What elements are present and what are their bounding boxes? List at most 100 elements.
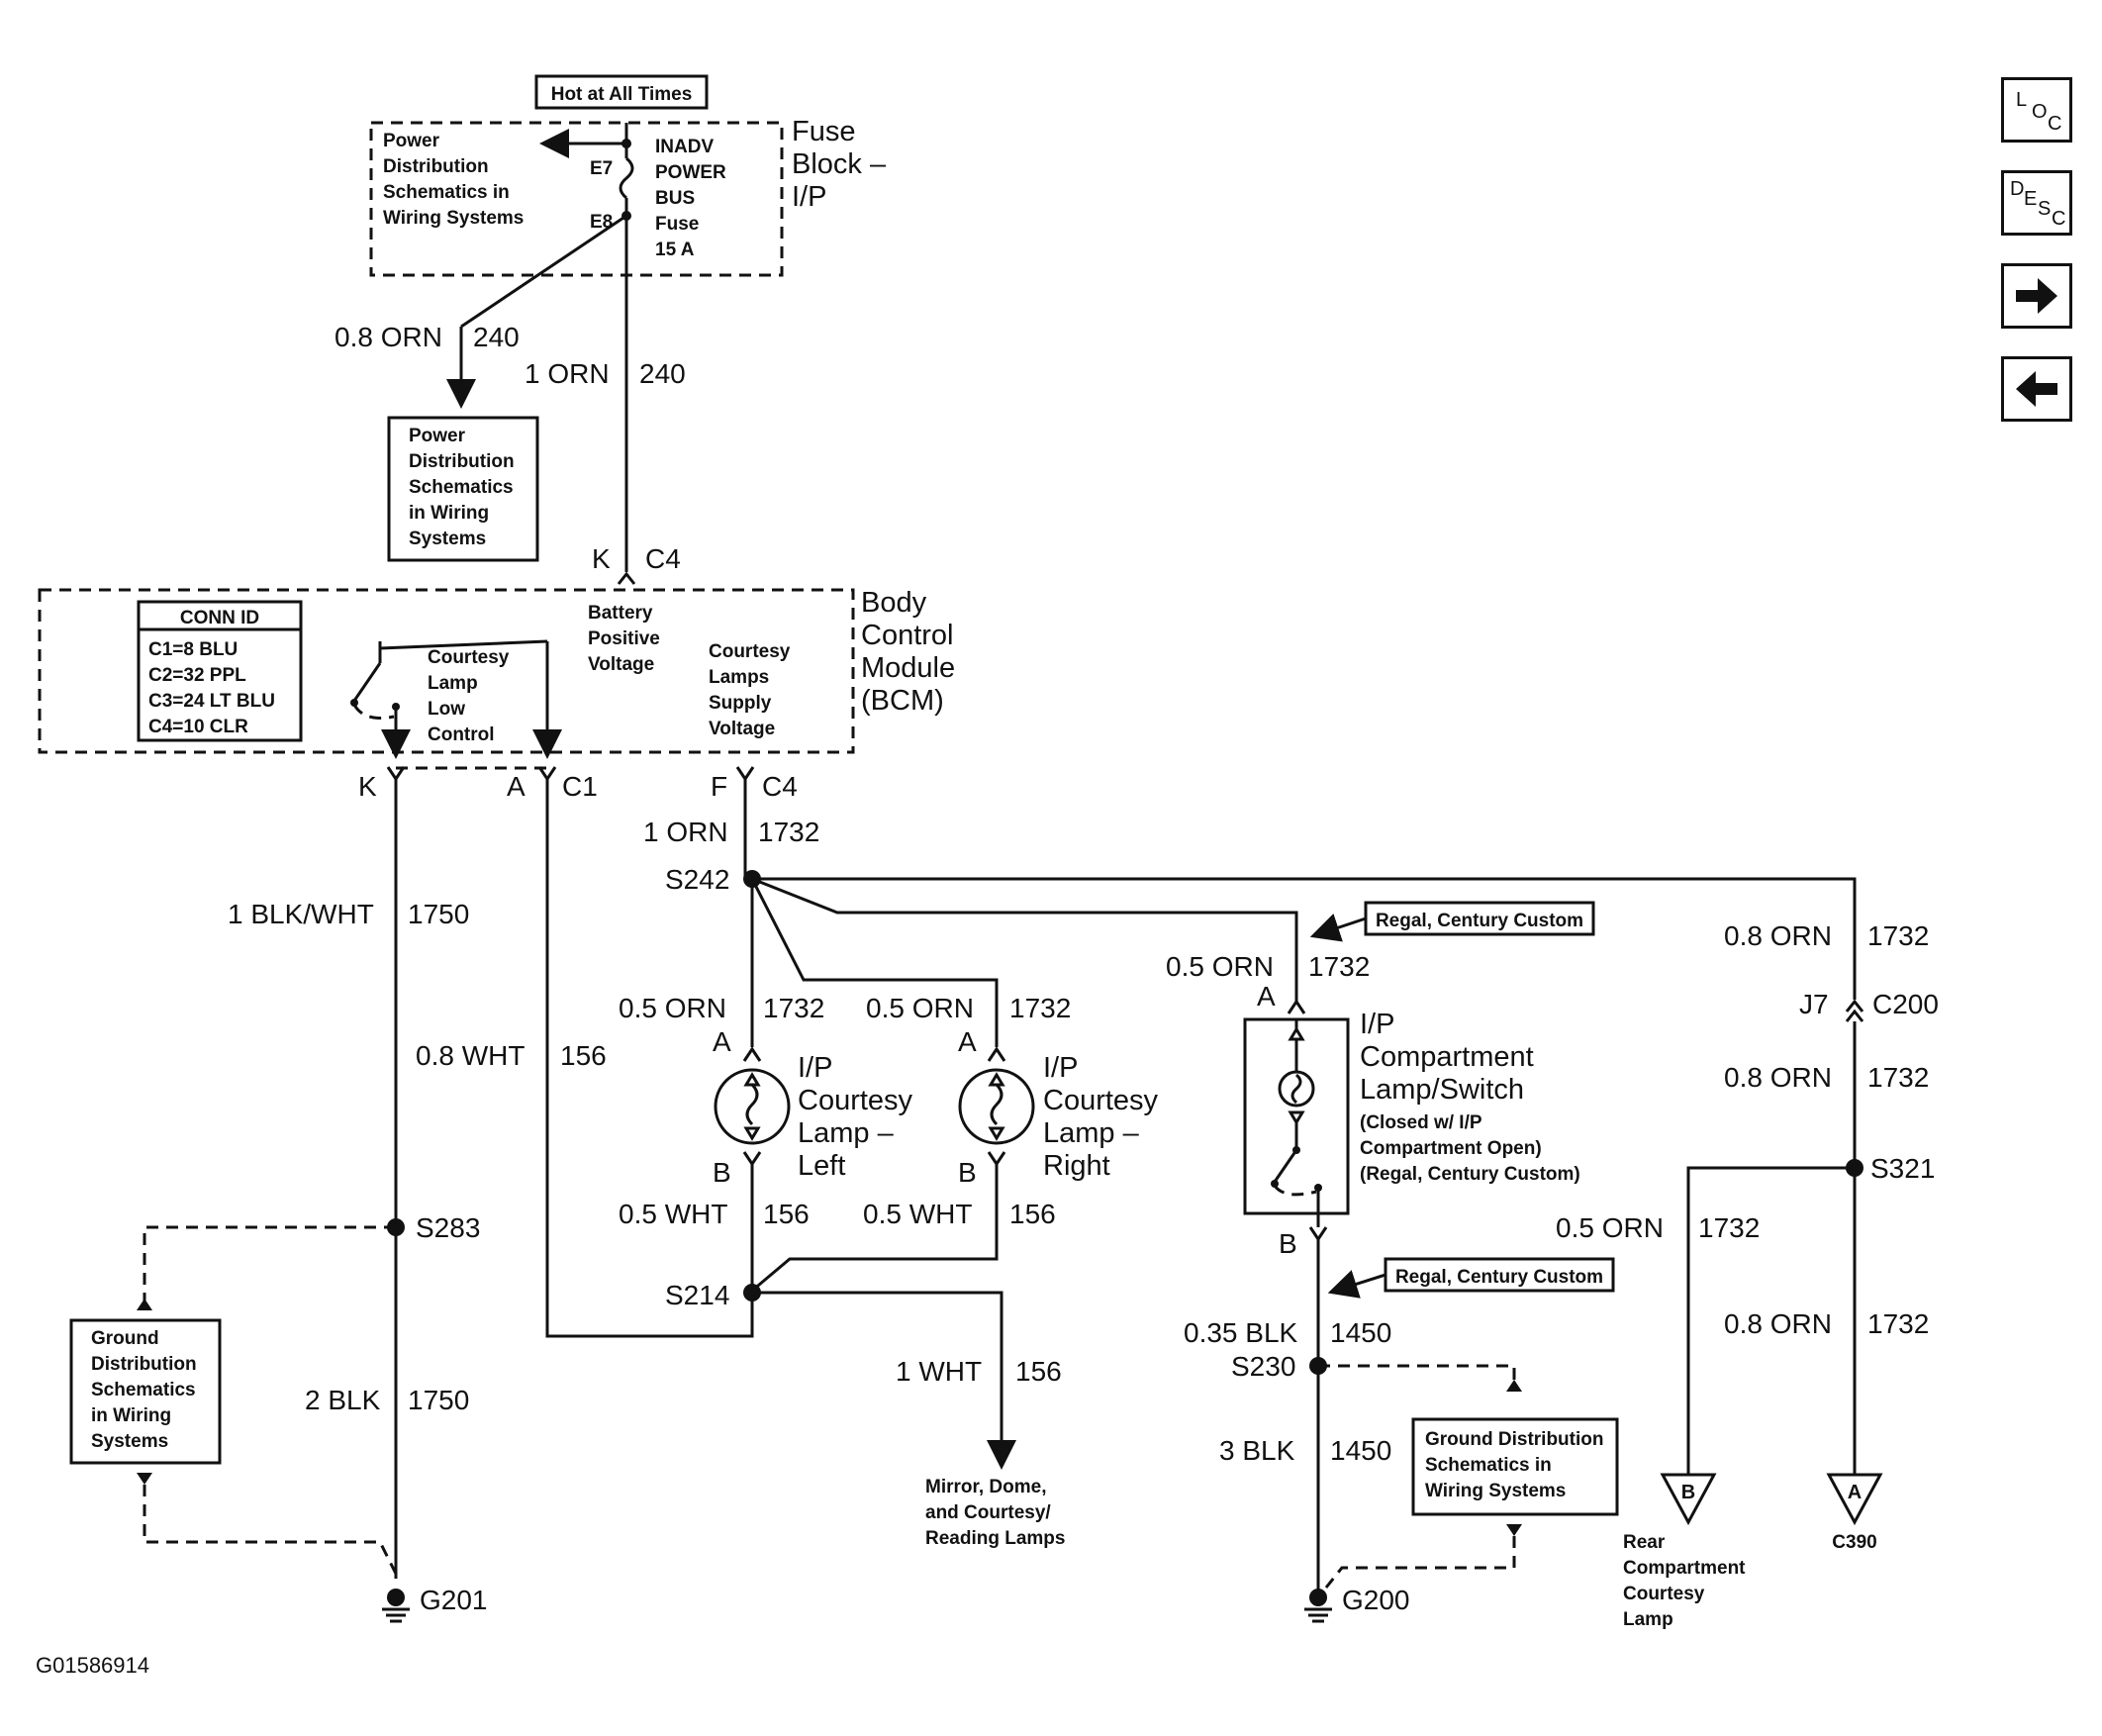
compartment-in-size: 0.5 ORN: [1166, 951, 1274, 982]
wire-156-out-circuit: 156: [1015, 1356, 1062, 1387]
connector-j7-c200: [1845, 999, 1864, 1022]
wire-1750a-size: 1 BLK/WHT: [228, 899, 374, 929]
desc-icon: D E S C: [2010, 178, 2065, 230]
ground-distribution-box-left: Ground Distribution Schematics in Wiring…: [69, 1318, 222, 1465]
pd-text-line2: Distribution: [383, 156, 489, 177]
ground-g201-label: G201: [420, 1585, 488, 1615]
wire-156-out-size: 1 WHT: [896, 1356, 982, 1387]
connector-k-c4: [617, 571, 636, 585]
bcm-conn-c1: C1: [562, 771, 598, 802]
lamp-left-label-line3: Lamp –: [798, 1117, 895, 1149]
supply-line4: Voltage: [709, 719, 775, 739]
bcm-top-conn-c4: C4: [645, 543, 681, 574]
pd-box-line4: in Wiring: [409, 503, 489, 524]
gd-left-line1: Ground: [91, 1328, 159, 1349]
rear-c390-label: C390: [1832, 1532, 1876, 1553]
svg-text:C: C: [2048, 113, 2061, 135]
compartment-note-line3: (Regal, Century Custom): [1360, 1164, 1580, 1185]
diagram-id: G01586914: [36, 1653, 149, 1678]
rear-w1-circuit: 1732: [1867, 920, 1929, 951]
gd-right-line3: Wiring Systems: [1425, 1481, 1566, 1501]
wire-1732-right-lamp: [750, 878, 999, 1047]
ground-g201-symbol: [382, 1589, 410, 1623]
rear-conn-c200: C200: [1872, 989, 1939, 1019]
svg-text:L: L: [2016, 89, 2027, 111]
wire-240b-circuit: 240: [639, 358, 686, 389]
lamp-left-pin-a: A: [713, 1026, 731, 1057]
lamp-left-in-size: 0.5 ORN: [619, 993, 726, 1023]
rear-label-line1: Rear: [1623, 1532, 1666, 1553]
conn-id-c1: C1=8 BLU: [148, 639, 238, 660]
bcm-pin-a: A: [507, 771, 526, 802]
mirror-label-line2: and Courtesy/: [925, 1502, 1051, 1523]
rear-pin-j7: J7: [1799, 989, 1829, 1019]
bcm-title-line1: Body: [861, 587, 927, 619]
lamp-right-pin-a: A: [958, 1026, 977, 1057]
pd-box-line1: Power: [409, 426, 466, 446]
lamp-left-filament-icon: [743, 1072, 761, 1141]
hot-at-all-times-box: [534, 74, 709, 110]
fuse-top-node: [621, 139, 631, 148]
compartment-pin-b: B: [1279, 1228, 1297, 1259]
bcm-top-pin-k: K: [592, 543, 611, 574]
compartment-filament-icon: [1290, 1073, 1302, 1105]
wire-156: [545, 779, 754, 1338]
gd-right-line1: Ground Distribution: [1425, 1429, 1603, 1450]
desc-button[interactable]: D E S C: [2001, 170, 2072, 236]
rear-w2-size: 0.8 ORN: [1724, 1062, 1832, 1093]
next-button[interactable]: [2001, 263, 2072, 329]
pd-box-line5: Systems: [409, 529, 486, 549]
courtesy-lamp-left: 0.5 ORN 1732 A B I/P Courtesy Lamp – Lef…: [619, 993, 913, 1295]
splice-s283-label: S283: [416, 1212, 480, 1243]
pd-text-line1: Power: [383, 131, 440, 151]
courtesy-low-line2: Lamp: [428, 673, 478, 694]
ground-g200-label: G200: [1342, 1585, 1410, 1615]
terminal-e7: E7: [590, 158, 613, 179]
fuse-text-line3: BUS: [655, 188, 695, 209]
bcm-title-line2: Control: [861, 620, 954, 651]
lamp-left-out-circuit: 156: [763, 1199, 810, 1229]
batt-pos-line3: Voltage: [588, 654, 654, 675]
compartment-gnd-size: 0.35 BLK: [1184, 1317, 1298, 1348]
lamp-right-label-line1: I/P: [1043, 1052, 1078, 1084]
lamp-right-out-size: 0.5 WHT: [863, 1199, 972, 1229]
loc-icon: L O C: [2016, 89, 2061, 135]
pd-box-line3: Schematics: [409, 477, 514, 498]
fuse-block-title-line3: I/P: [792, 181, 826, 213]
rear-tri-b: [1660, 1473, 1717, 1526]
compartment-g200-circuit: 1450: [1330, 1435, 1391, 1466]
fuse-element: [619, 156, 634, 200]
rear-tri-a-label: A: [1848, 1482, 1862, 1503]
courtesy-low-line4: Control: [428, 724, 495, 745]
gd-right-line2: Schematics in: [1425, 1455, 1552, 1476]
fuse-text-line4: Fuse: [655, 214, 699, 235]
pd-box-line2: Distribution: [409, 451, 515, 472]
lamp-right-out-circuit: 156: [1009, 1199, 1056, 1229]
compartment-note-line2: Compartment Open): [1360, 1138, 1542, 1159]
conn-id-title: CONN ID: [180, 608, 259, 628]
conn-id-c4: C4=10 CLR: [148, 717, 248, 737]
lamp-left-out-size: 0.5 WHT: [619, 1199, 727, 1229]
rear-label-line3: Courtesy: [1623, 1584, 1705, 1604]
compartment-pin-a: A: [1257, 981, 1276, 1012]
bcm-title-line3: Module: [861, 652, 955, 684]
rear-tri-a: [1826, 1473, 1883, 1526]
splice-s242-label: S242: [665, 864, 729, 895]
terminal-e8: E8: [590, 212, 613, 233]
supply-line2: Lamps: [709, 667, 769, 688]
loc-button[interactable]: L O C: [2001, 77, 2072, 143]
body-control-module: CONN ID C1=8 BLU C2=32 PPL C3=24 LT BLU …: [38, 587, 955, 759]
supply-line1: Courtesy: [709, 641, 791, 662]
svg-text:O: O: [2032, 101, 2048, 123]
arrow-left-icon: [2016, 371, 2057, 407]
wire-156a-circuit: 156: [560, 1040, 607, 1071]
prev-button[interactable]: [2001, 356, 2072, 422]
gd-left-line3: Schematics: [91, 1380, 196, 1400]
splice-s321-label: S321: [1870, 1153, 1935, 1184]
mirror-label-line1: Mirror, Dome,: [925, 1477, 1046, 1497]
wire-240a-circuit: 240: [473, 322, 520, 352]
rear-w1-size: 0.8 ORN: [1724, 920, 1832, 951]
lamp-right-pin-b: B: [958, 1157, 977, 1188]
fuse-block-title-line1: Fuse: [792, 116, 855, 147]
option-label-2: Regal, Century Custom: [1395, 1267, 1603, 1288]
